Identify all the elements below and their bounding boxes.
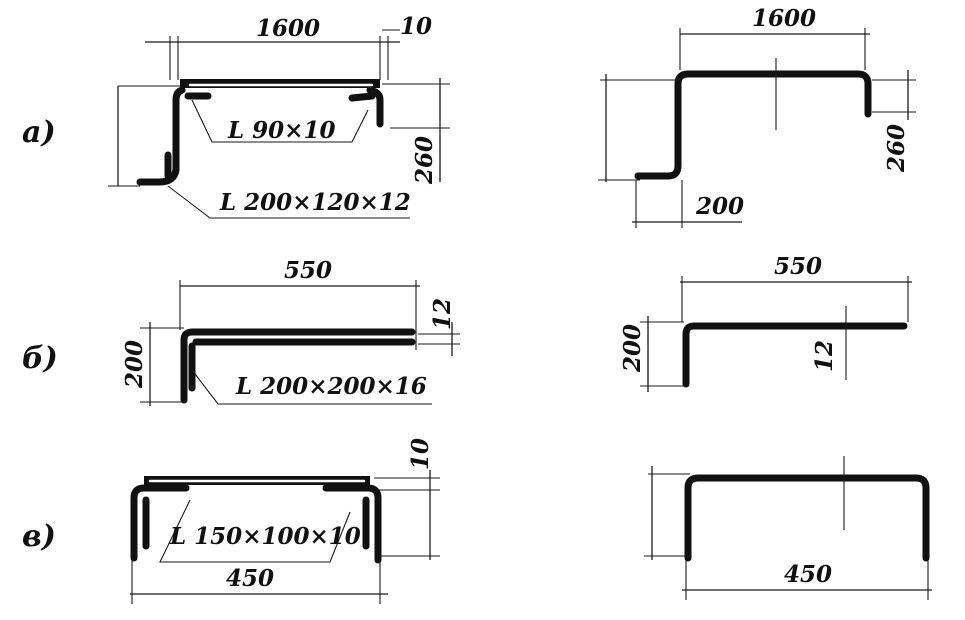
row-a-right-section: 1600 260 200 (598, 5, 916, 228)
bent-profile (634, 70, 872, 180)
top-plate (180, 79, 380, 88)
angle-and-plate (180, 328, 416, 404)
leader-main-angle (191, 369, 432, 405)
dim-height-label: 200 (121, 340, 148, 389)
row-a-left-section: 1600 10 260 L 90×10 L 200×120×12 (108, 13, 450, 219)
bent-profile (682, 322, 908, 388)
row-label-a: а) (22, 115, 56, 150)
right-angle-leg (366, 86, 384, 128)
dim-thickness-label: 10 (400, 13, 432, 40)
dim-width-label: 450 (784, 561, 832, 588)
dim-width-label: 550 (284, 257, 332, 284)
dim-thickness-label: 12 (429, 298, 456, 330)
main-angle-label: L 200×200×16 (235, 373, 427, 400)
leader-inner-angle (191, 99, 369, 143)
dim-width-label: 550 (774, 253, 822, 280)
row-b-right-section: 550 200 12 (619, 253, 912, 392)
inner-angle-right (348, 92, 376, 102)
row-v-right-section: 450 (644, 456, 932, 600)
leader-main-angle (159, 499, 351, 563)
inner-angle-label: L 90×10 (227, 117, 335, 144)
row-b-left-section: 550 12 200 L 200×200×16 (121, 257, 460, 406)
dim-width-label: 450 (226, 565, 274, 592)
main-angle-label: L 150×100×10 (169, 523, 361, 550)
dim-height-label: 260 (883, 124, 910, 173)
dim-height-label: 260 (411, 136, 438, 185)
main-angle-label: L 200×120×12 (219, 189, 411, 216)
dim-thickness-label: 12 (811, 340, 838, 372)
row-label-v: в) (22, 519, 56, 554)
dim-width-label: 1600 (256, 15, 320, 42)
dim-step-label: 200 (695, 193, 744, 220)
row-v-left-section: 10 450 L 150×100×10 (130, 438, 440, 604)
row-label-b: б) (22, 341, 58, 376)
bent-channel (684, 474, 930, 562)
dim-width-label: 1600 (752, 5, 816, 32)
leader-main-angle (167, 185, 410, 219)
main-angle-web (136, 86, 186, 186)
left-angle (130, 484, 190, 562)
dim-thickness-label: 10 (407, 438, 434, 470)
dim-height-label: 200 (619, 324, 646, 373)
